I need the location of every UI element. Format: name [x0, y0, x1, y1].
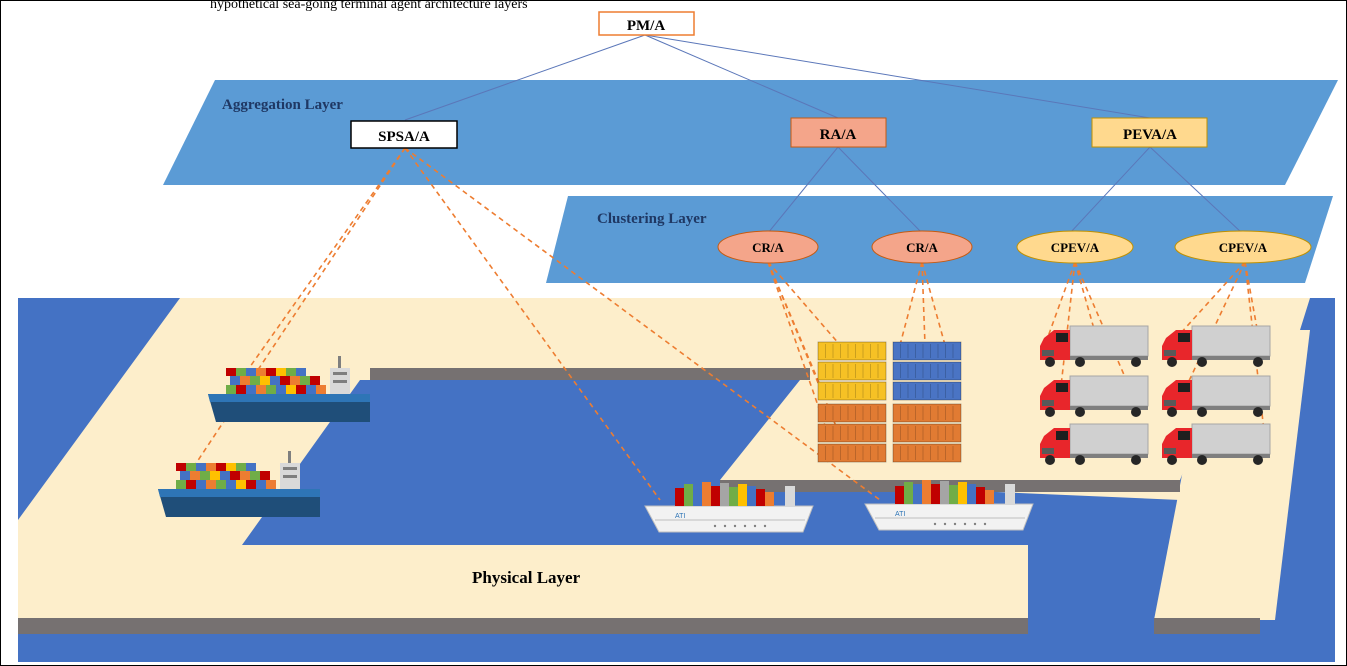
svg-text:CR/A: CR/A	[906, 240, 938, 255]
svg-text:PEVA/A: PEVA/A	[1123, 127, 1177, 143]
container-box	[892, 341, 962, 361]
container-stacks	[817, 341, 962, 463]
berth-edge-upper	[370, 368, 810, 380]
container-box	[892, 443, 962, 463]
svg-text:PM/A: PM/A	[627, 18, 665, 34]
cr-agent-node-1: CR/A	[717, 230, 819, 264]
pier-land	[1154, 330, 1310, 620]
cpev-agent-node-1: CPEV/A	[1016, 230, 1134, 264]
peva-agent-node: PEVA/A	[1091, 117, 1208, 148]
svg-text:CR/A: CR/A	[752, 240, 784, 255]
container-box	[817, 341, 887, 361]
container-box	[817, 361, 887, 381]
aggregation-layer-label: Aggregation Layer	[222, 97, 343, 113]
pm-agent-node: PM/A	[598, 11, 695, 36]
container-box	[892, 403, 962, 423]
ra-agent-node: RA/A	[790, 117, 887, 148]
container-box	[892, 361, 962, 381]
svg-text:RA/A: RA/A	[820, 127, 857, 143]
cr-agent-node-2: CR/A	[871, 230, 973, 264]
root-links	[404, 34, 1243, 234]
cpev-agent-node-2: CPEV/A	[1174, 230, 1312, 264]
clustering-layer-label: Clustering Layer	[597, 211, 707, 227]
top-caption: hypothetical sea-going terminal agent ar…	[210, 0, 528, 12]
container-box	[892, 381, 962, 401]
physical-layer-label: Physical Layer	[472, 568, 581, 587]
pier-edge	[1154, 618, 1260, 634]
svg-text:CPEV/A: CPEV/A	[1051, 240, 1100, 255]
spsa-agent-node: SPSA/A	[350, 120, 458, 149]
container-box	[817, 443, 887, 463]
aggregation-layer-plane	[163, 80, 1338, 185]
container-box	[817, 381, 887, 401]
container-box	[817, 423, 887, 443]
svg-text:SPSA/A: SPSA/A	[378, 129, 430, 145]
container-box	[892, 423, 962, 443]
quay-edge	[18, 618, 1028, 634]
svg-text:CPEV/A: CPEV/A	[1219, 240, 1268, 255]
container-box	[817, 403, 887, 423]
